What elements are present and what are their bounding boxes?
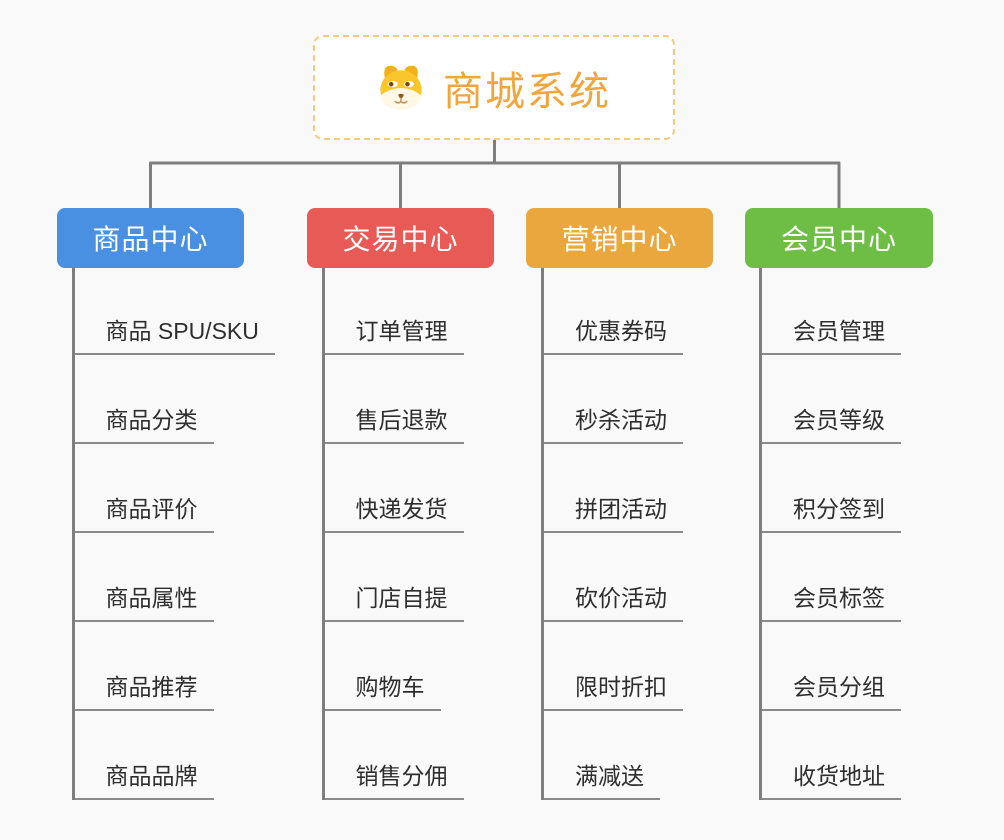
tree-item[interactable]: 商品推荐 [74,622,214,711]
tree-item[interactable]: 商品评价 [74,444,214,533]
tree-item[interactable]: 收货地址 [762,711,901,800]
branch-items-member-center: 会员管理会员等级积分签到会员标签会员分组收货地址 [759,266,901,800]
tree-item[interactable]: 会员标签 [762,533,901,622]
tree-item[interactable]: 购物车 [324,622,441,711]
tree-item[interactable]: 拼团活动 [544,444,683,533]
tree-item[interactable]: 售后退款 [324,355,464,444]
tree-item[interactable]: 商品品牌 [74,711,214,800]
tree-item[interactable]: 商品 SPU/SKU [74,266,275,355]
tree-item[interactable]: 会员分组 [762,622,901,711]
tree-item[interactable]: 快递发货 [324,444,464,533]
branch-items-trade-center: 订单管理售后退款快递发货门店自提购物车销售分佣 [321,266,464,800]
dog-face-icon [380,65,422,110]
tree-item[interactable]: 限时折扣 [544,622,683,711]
branch-header-marketing-center[interactable]: 营销中心 [526,208,713,268]
branch-header-member-center[interactable]: 会员中心 [745,208,933,268]
tree-item[interactable]: 商品分类 [74,355,214,444]
tree-item[interactable]: 会员管理 [762,266,901,355]
tree-item[interactable]: 砍价活动 [544,533,683,622]
branch-items-marketing-center: 优惠券码秒杀活动拼团活动砍价活动限时折扣满减送 [541,266,683,800]
tree-item[interactable]: 门店自提 [324,533,464,622]
tree-item[interactable]: 秒杀活动 [544,355,683,444]
tree-item[interactable]: 积分签到 [762,444,901,533]
tree-item[interactable]: 会员等级 [762,355,901,444]
branch-header-product-center[interactable]: 商品中心 [57,208,244,268]
tree-item[interactable]: 订单管理 [324,266,464,355]
tree-item[interactable]: 销售分佣 [324,711,464,800]
tree-item[interactable]: 优惠券码 [544,266,683,355]
tree-item[interactable]: 商品属性 [74,533,214,622]
root-node[interactable]: 商城系统 [313,35,675,140]
branch-header-trade-center[interactable]: 交易中心 [307,208,494,268]
tree-item[interactable]: 满减送 [544,711,660,800]
root-title: 商城系统 [443,69,611,114]
